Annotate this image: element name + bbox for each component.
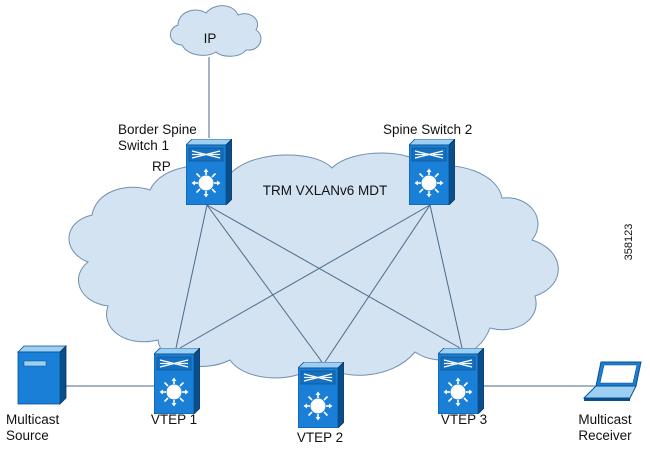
link-border-spine-vtep1 — [175, 204, 208, 349]
layer3-switch-icon — [409, 139, 455, 205]
link-border-spine-vtep2 — [206, 204, 323, 363]
multicast-receiver-label-line1: Multicast — [578, 412, 632, 427]
network-links — [64, 57, 595, 387]
vtep-2[interactable] — [298, 362, 344, 428]
multicast-receiver-laptop[interactable] — [582, 361, 642, 401]
vtep-1[interactable] — [154, 348, 200, 414]
figure-id: 358123 — [623, 223, 635, 261]
link-spine2-vtep3 — [429, 204, 463, 349]
ip-cloud-label: IP — [203, 31, 217, 46]
multicast-source-label: Multicast Source — [6, 412, 59, 444]
vtep-2-label: VTEP 2 — [296, 430, 344, 445]
multicast-receiver-label: Multicast Receiver — [568, 412, 642, 444]
border-spine-label-line2: Switch 1 — [118, 138, 170, 153]
layer3-switch-icon — [298, 362, 344, 428]
server-icon — [17, 345, 67, 405]
spine-switch-2[interactable] — [409, 139, 455, 205]
border-spine-label: Border Spine Switch 1 — [118, 122, 197, 154]
ip-cloud — [169, 5, 262, 57]
multicast-receiver-label-line2: Receiver — [578, 428, 632, 443]
link-spine2-vtep1 — [179, 204, 431, 349]
layer3-switch-icon — [438, 348, 484, 414]
multicast-source-server[interactable] — [17, 345, 67, 405]
vtep-1-label: VTEP 1 — [150, 412, 198, 427]
laptop-icon — [582, 361, 642, 401]
vtep-3-label: VTEP 3 — [440, 412, 488, 427]
link-spine2-vtep2 — [324, 204, 431, 363]
rp-label: RP — [152, 159, 171, 174]
fabric-label: TRM VXLANv6 MDT — [262, 183, 388, 198]
layer3-switch-icon — [154, 348, 200, 414]
multicast-source-label-line2: Source — [6, 428, 49, 443]
multicast-source-label-line1: Multicast — [6, 412, 60, 427]
vtep-3[interactable] — [438, 348, 484, 414]
link-border-spine-vtep3 — [206, 204, 461, 349]
border-spine-label-line1: Border Spine — [118, 122, 197, 137]
spine2-label: Spine Switch 2 — [383, 122, 473, 137]
